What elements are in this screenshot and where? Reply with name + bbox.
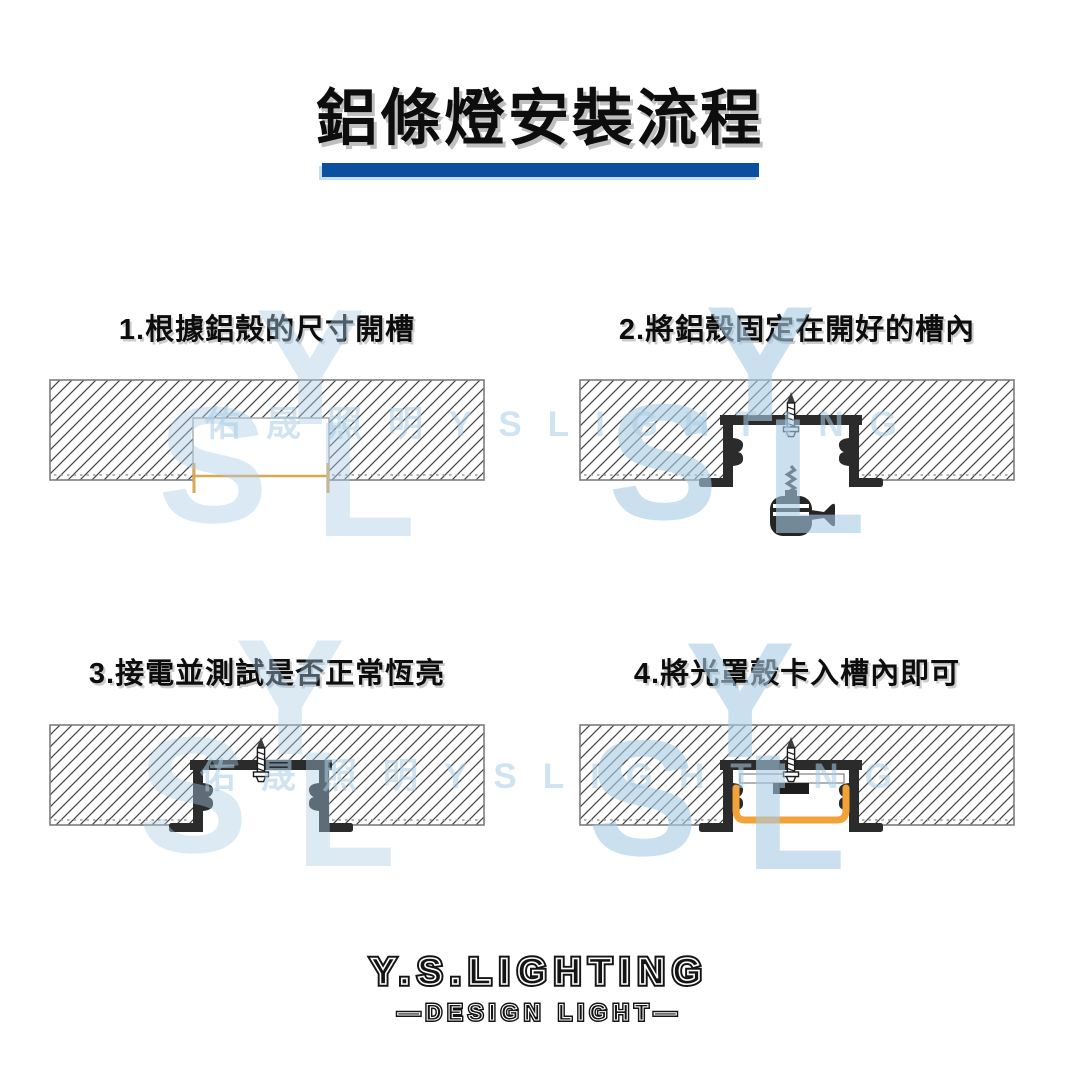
page-title: 鋁條燈安裝流程 — [315, 84, 764, 152]
cut-slot — [192, 417, 330, 482]
brand-tagline: —DESIGN LIGHT— —DESIGN LIGHT— — [396, 998, 683, 1027]
diagram-step1-cut-slot — [49, 379, 485, 493]
led-chip — [773, 783, 809, 794]
dimension-line — [192, 463, 330, 493]
diagram-step2-fix-channel — [579, 379, 1015, 538]
brand-wordmark: Y.S.LIGHTING Y.S.LIGHTING — [368, 948, 710, 995]
diagram-step4-snap-diffuser — [579, 724, 1015, 832]
step-4-label: 4.將光罩殼卡入槽內即可 — [633, 658, 961, 690]
title-underline-bar — [322, 163, 759, 177]
diagram-step3-power-test — [49, 724, 485, 832]
step-1-label: 1.根據鋁殼的尺寸開槽 — [118, 314, 416, 346]
step-3-label: 3.接電並測試是否正常恆亮 — [88, 658, 446, 690]
step-2-label: 2.將鋁殼固定在開好的槽內 — [618, 314, 976, 346]
diffuser-cover — [732, 784, 850, 824]
